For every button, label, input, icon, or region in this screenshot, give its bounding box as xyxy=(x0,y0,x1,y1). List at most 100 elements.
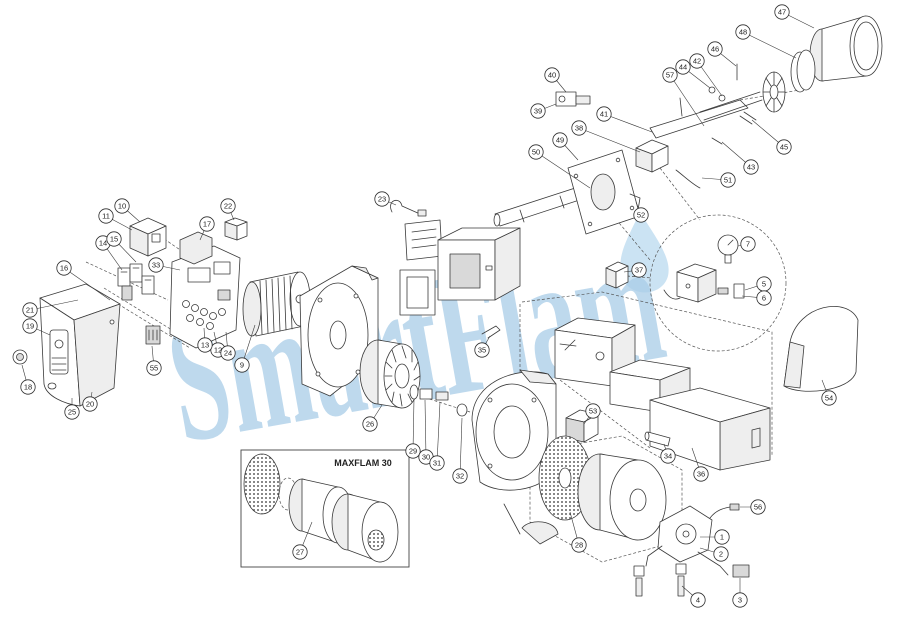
callout-number: 1 xyxy=(720,533,724,542)
part-callout: 42 xyxy=(689,53,723,97)
callout-number: 56 xyxy=(754,503,762,512)
leader-line xyxy=(63,267,111,301)
part-callout: 11 xyxy=(98,208,133,231)
part-callout: 9 xyxy=(234,324,256,373)
leader-line xyxy=(29,299,79,311)
callout-number: 26 xyxy=(366,420,374,429)
part-callout: 41 xyxy=(596,106,653,133)
cable-connector-40 xyxy=(555,91,591,107)
combustion-head-cylinder xyxy=(577,453,667,541)
callout-number: 24 xyxy=(224,349,232,358)
callout-circle xyxy=(220,345,236,361)
callout-number: 12 xyxy=(214,346,222,355)
callout-circle xyxy=(362,416,378,432)
capacitor-box xyxy=(224,217,248,241)
part-callout: 13 xyxy=(197,327,213,353)
callout-number: 51 xyxy=(724,176,732,185)
part-callout: 15 xyxy=(106,231,137,263)
callout-number: 42 xyxy=(693,57,701,66)
leader-line xyxy=(669,74,705,127)
base-tray xyxy=(649,387,771,471)
callout-number: 36 xyxy=(697,470,705,479)
part-callout: 23 xyxy=(374,191,397,207)
part-callout: 50 xyxy=(528,144,591,189)
part-callout: 27 xyxy=(292,521,313,560)
clip-35 xyxy=(481,325,501,339)
part-callout: 53 xyxy=(583,403,601,425)
callout-number: 54 xyxy=(825,394,833,403)
part-callout: 10 xyxy=(114,198,141,223)
callout-circle xyxy=(732,592,748,608)
callout-circle xyxy=(106,231,122,247)
callout-number: 29 xyxy=(409,447,417,456)
callout-circle xyxy=(714,529,730,545)
callout-circle xyxy=(474,342,490,358)
part-callout: 56 xyxy=(740,499,766,515)
valve-fittings xyxy=(663,283,745,300)
callout-circle xyxy=(114,198,130,214)
callout-circle xyxy=(821,390,837,406)
blast-tube xyxy=(809,15,883,82)
inset-title: MAXFLAM 30 xyxy=(334,458,392,468)
callout-number: 7 xyxy=(746,240,750,249)
callout-number: 57 xyxy=(666,71,674,80)
callout-circle xyxy=(633,207,649,223)
fan-wheel xyxy=(359,339,421,409)
part-callout: 29 xyxy=(405,398,421,459)
callout-number: 11 xyxy=(102,212,110,221)
control-panel xyxy=(169,231,241,349)
maxflam-30-inset: MAXFLAM 30 xyxy=(240,449,410,568)
callout-circle xyxy=(405,443,421,459)
part-callout: 35 xyxy=(474,335,491,358)
solenoid-valve-block xyxy=(676,263,717,303)
part-callout: 40 xyxy=(544,67,567,93)
callout-number: 37 xyxy=(635,266,643,275)
callout-circle xyxy=(693,466,709,482)
part-callout: 51 xyxy=(701,172,736,188)
callout-circle xyxy=(596,106,612,122)
callout-circle xyxy=(452,468,468,484)
leader-line xyxy=(535,151,591,189)
callout-number: 40 xyxy=(548,71,556,80)
callout-circle xyxy=(374,191,390,207)
callout-number: 47 xyxy=(778,8,786,17)
callout-number: 46 xyxy=(711,45,719,54)
callout-circle xyxy=(552,132,568,148)
gasket xyxy=(399,269,436,316)
leader-line xyxy=(424,399,427,458)
callout-circle xyxy=(660,448,676,464)
oil-pump xyxy=(645,505,729,576)
callout-number: 13 xyxy=(201,341,209,350)
callout-circle xyxy=(530,103,546,119)
burner-cover xyxy=(39,283,121,407)
part-callout: 54 xyxy=(821,379,837,406)
callout-circle xyxy=(689,53,705,69)
part-callout: 49 xyxy=(552,132,579,161)
callout-circle xyxy=(743,159,759,175)
part-callout: 36 xyxy=(691,447,709,482)
callout-number: 3 xyxy=(738,596,742,605)
callout-circle xyxy=(22,318,38,334)
magnified-detail-circle xyxy=(649,214,787,352)
control-relay xyxy=(129,217,167,257)
callout-circle xyxy=(713,546,729,562)
callout-circle xyxy=(707,41,723,57)
callout-circle xyxy=(571,120,587,136)
callout-circle xyxy=(571,537,587,553)
reset-knob xyxy=(12,349,28,365)
nozzle-holder-block xyxy=(635,137,723,189)
callout-circle xyxy=(662,67,678,83)
callout-circle xyxy=(585,403,601,419)
callout-circle xyxy=(776,139,792,155)
callout-number: 32 xyxy=(456,472,464,481)
part-callout: 4 xyxy=(681,585,706,608)
callout-number: 16 xyxy=(60,264,68,273)
leader-line xyxy=(412,398,415,452)
part-callout: 43 xyxy=(721,141,759,175)
callout-number: 15 xyxy=(110,235,118,244)
callout-number: 19 xyxy=(26,322,34,331)
ignition-cable-hook xyxy=(390,199,427,217)
part-callout: 57 xyxy=(662,67,705,127)
part-callout: 21 xyxy=(22,299,79,318)
callout-circle xyxy=(750,499,766,515)
